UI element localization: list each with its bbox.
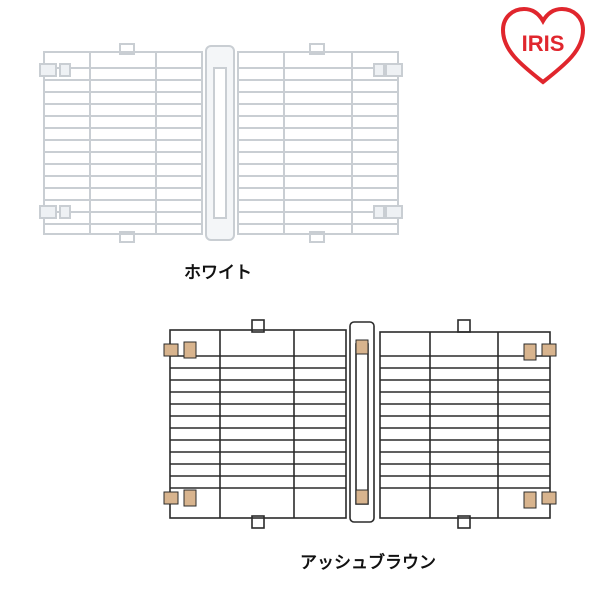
gate-white-drawing — [39, 43, 403, 243]
gate-brown-image — [158, 310, 563, 535]
gate-white-image — [32, 38, 412, 248]
product-label-white: ホワイト — [184, 263, 252, 283]
logo-text: IRIS — [522, 31, 565, 56]
gate-brown-drawing — [163, 319, 557, 529]
iris-logo: IRIS — [500, 6, 586, 86]
product-label-ash-brown: アッシュブラウン — [300, 553, 436, 573]
heart-logo-icon: IRIS — [500, 6, 586, 85]
